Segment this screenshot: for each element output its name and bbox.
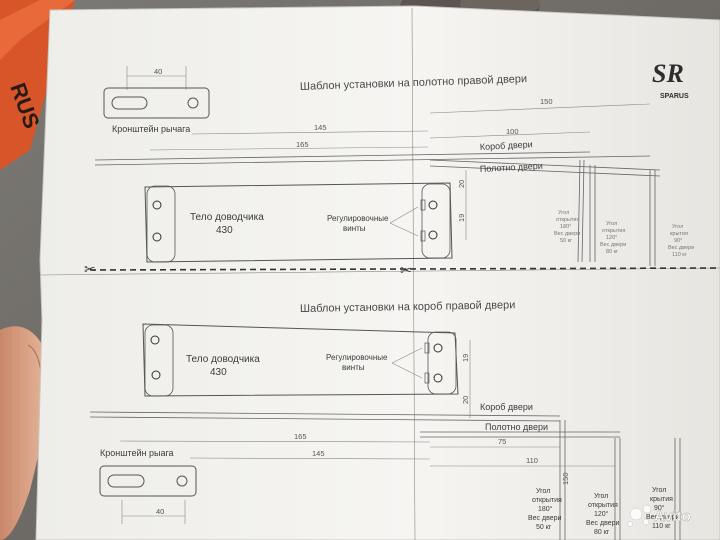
svg-text:Вес двери: Вес двери [554, 231, 580, 237]
svg-text:Угол: Угол [558, 210, 569, 216]
cut-line: ✂ ✂ [84, 262, 720, 279]
svg-text:открытия: открытия [602, 228, 625, 234]
svg-text:50 кг: 50 кг [560, 238, 572, 244]
bottom-dim-19: 19 [461, 354, 470, 362]
bottom-dim-110: 110 [526, 456, 538, 465]
bottom-angle-90: Угол крытия 90° Вес двери 110 кг [646, 487, 680, 530]
svg-text:Вес двери: Вес двери [586, 520, 620, 527]
svg-text:Вес двери: Вес двери [646, 514, 680, 521]
top-closer-body [144, 182, 453, 263]
bottom-dim-40: 40 [156, 507, 164, 516]
avito-watermark: Avito [627, 504, 691, 527]
top-dim-165: 165 [296, 140, 309, 149]
top-angle-180: Угол открытия 180° Вес двери 50 кг [554, 210, 580, 244]
bottom-title: Шаблон установки на короб правой двери [300, 299, 516, 315]
top-dim-19: 19 [457, 214, 466, 222]
top-screws-label-2: винты [343, 224, 366, 233]
svg-text:180°: 180° [538, 505, 553, 513]
top-dim-145: 145 [314, 123, 327, 132]
svg-text:крытия: крытия [650, 496, 673, 503]
bottom-dim-150: 150 [561, 472, 570, 485]
top-dim-150: 150 [540, 97, 553, 106]
top-angle-columns [577, 159, 656, 266]
bottom-dim-20: 20 [461, 396, 470, 404]
logo-monogram: SR [652, 59, 684, 88]
svg-text:Вес двери: Вес двери [600, 242, 626, 248]
svg-text:Вес двери: Вес двери [668, 245, 694, 251]
bottom-body-label: Тело доводчика [186, 354, 260, 365]
top-frame-label: Короб двери [480, 139, 533, 152]
top-angle-90: Угол крытия 90° Вес двери 110 кг [668, 224, 694, 258]
top-door-label: Полотно двери [480, 161, 543, 174]
scissors-icon-right: ✂ [400, 263, 412, 279]
svg-text:120°: 120° [606, 235, 617, 241]
svg-text:открытия: открытия [556, 217, 579, 223]
bottom-angle-120: Угол открытия 120° Вес двери 80 кг [586, 493, 620, 536]
svg-text:открытия: открытия [532, 497, 562, 504]
svg-text:Угол: Угол [672, 224, 683, 230]
svg-text:80 кг: 80 кг [594, 529, 610, 536]
top-lever-bracket [103, 87, 210, 119]
bottom-dim-75: 75 [498, 437, 506, 446]
bottom-dim-165: 165 [294, 432, 307, 441]
bottom-screws-label-2: винты [342, 363, 365, 372]
svg-text:крытия: крытия [670, 231, 688, 237]
svg-text:90°: 90° [674, 238, 682, 244]
svg-text:90°: 90° [654, 504, 665, 512]
svg-text:Угол: Угол [606, 221, 617, 227]
bottom-door-label: Полотно двери [485, 422, 548, 432]
avito-watermark-text: Avito [654, 508, 691, 525]
bottom-frame-label: Короб двери [480, 402, 533, 412]
top-body-length: 430 [216, 225, 233, 236]
top-screws-label-1: Регулировочные [327, 214, 389, 223]
svg-text:50 кг: 50 кг [536, 524, 552, 531]
top-dim-20: 20 [457, 180, 466, 188]
bottom-screws-label-1: Регулировочные [326, 353, 388, 362]
svg-text:Угол: Угол [594, 493, 608, 500]
bottom-angle-180: Угол открытия 180° Вес двери 50 кг [528, 488, 562, 531]
svg-text:80 кг: 80 кг [606, 249, 618, 255]
bottom-angle-columns [559, 420, 681, 540]
svg-text:Вес двери: Вес двери [528, 515, 562, 522]
top-body-label: Тело доводчика [190, 212, 264, 223]
bottom-bracket-label: Кронштейн рыага [100, 448, 174, 458]
sparus-logo: SR SPARUS [652, 59, 689, 100]
svg-text:Угол: Угол [652, 487, 666, 494]
svg-text:180°: 180° [560, 224, 571, 230]
bottom-body-length: 430 [210, 367, 227, 378]
top-template: Шаблон установки на полотно правой двери… [94, 66, 694, 266]
top-dim-40: 40 [154, 67, 162, 76]
bottom-template: Шаблон установки на короб правой двери Т… [89, 299, 681, 540]
template-sheet [35, 5, 720, 540]
bottom-closer-body [142, 323, 459, 397]
top-bracket-label: Кронштейн рычага [112, 124, 190, 134]
svg-text:120°: 120° [594, 510, 609, 518]
svg-text:открытия: открытия [588, 502, 618, 509]
svg-text:110 кг: 110 кг [652, 523, 671, 530]
svg-text:Угол: Угол [536, 488, 550, 495]
scissors-icon-left: ✂ [84, 262, 96, 278]
top-dim-100: 100 [506, 127, 519, 136]
bottom-dim-145: 145 [312, 449, 325, 458]
top-angle-120: Угол открытия 120° Вес двери 80 кг [600, 221, 626, 255]
logo-brand: SPARUS [660, 93, 689, 100]
bottom-lever-bracket [99, 465, 197, 497]
svg-text:110 кг: 110 кг [672, 252, 687, 258]
